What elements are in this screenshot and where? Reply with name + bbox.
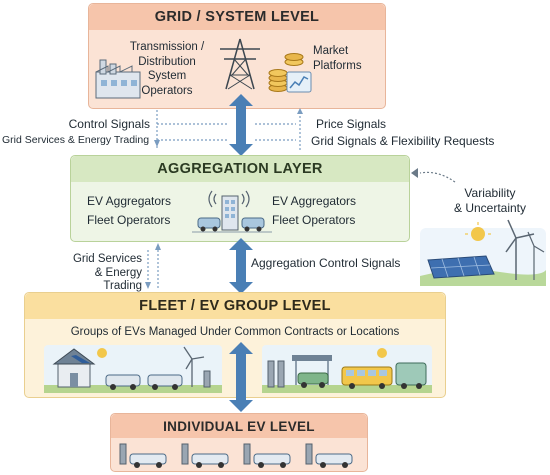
market-platforms-label: Market Platforms [313, 45, 362, 72]
individual-ev-title: INDIVIDUAL EV LEVEL [111, 414, 367, 438]
agg-fleet-arrow-up [229, 238, 253, 250]
aggregation-title: AGGREGATION LAYER [71, 156, 409, 182]
ev-charger-car-2 [181, 443, 229, 468]
agg-left-fleet-operators: Fleet Operators [87, 213, 171, 227]
aggregation-control-signals-label: Aggregation Control Signals [251, 256, 401, 270]
agg-right-fleet-operators: Fleet Operators [272, 213, 356, 227]
fleet-left-scene-icon [44, 345, 222, 393]
agg-fleet-arrow-down [229, 282, 253, 294]
agg-right-ev-aggregators: EV Aggregators [272, 194, 357, 208]
grid-agg-arrow-down [229, 144, 253, 156]
ev-charger-car-4 [305, 443, 353, 468]
grid-signals-flexibility-label: Grid Signals & Flexibility Requests [311, 134, 495, 148]
aggregator-building-cars-icon [192, 190, 272, 233]
grid-system-title: GRID / SYSTEM LEVEL [89, 4, 385, 30]
transmission-tower-icon [220, 38, 260, 90]
fleet-group-title: FLEET / EV GROUP LEVEL [25, 293, 445, 319]
control-signals-label: Control Signals [68, 117, 150, 131]
ev-charger-car-3 [243, 443, 291, 468]
grid-services-trading-label: Grid Services & Energy Trading [2, 134, 150, 146]
price-signals-arrowhead [297, 108, 303, 114]
mid-left-arrowhead-down [145, 282, 151, 289]
agg-left-ev-aggregators: EV Aggregators [87, 194, 172, 208]
factory-icon [95, 59, 141, 99]
grid-services-arrowhead [154, 140, 160, 147]
market-coins-chart-icon [268, 53, 312, 93]
grid-agg-arrow-up [229, 94, 253, 106]
grid-services-energy-trading-label: Grid Services & Energy Trading [72, 253, 142, 292]
fleet-group-subtitle: Groups of EVs Managed Under Common Contr… [70, 326, 400, 338]
renewables-scene-icon [420, 219, 546, 286]
fleet-right-scene-icon [262, 345, 432, 393]
price-signals-label: Price Signals [316, 117, 387, 131]
aggregation-panel: AGGREGATION LAYER [70, 155, 410, 242]
individual-ev-cars-icon [119, 443, 353, 468]
variability-uncertainty-label: Variability & Uncertainty [453, 186, 527, 215]
ev-charger-car-1 [119, 443, 167, 468]
tso-label: Transmission / Distribution System Opera… [129, 41, 205, 97]
mid-right-arrowhead-up [155, 243, 161, 250]
